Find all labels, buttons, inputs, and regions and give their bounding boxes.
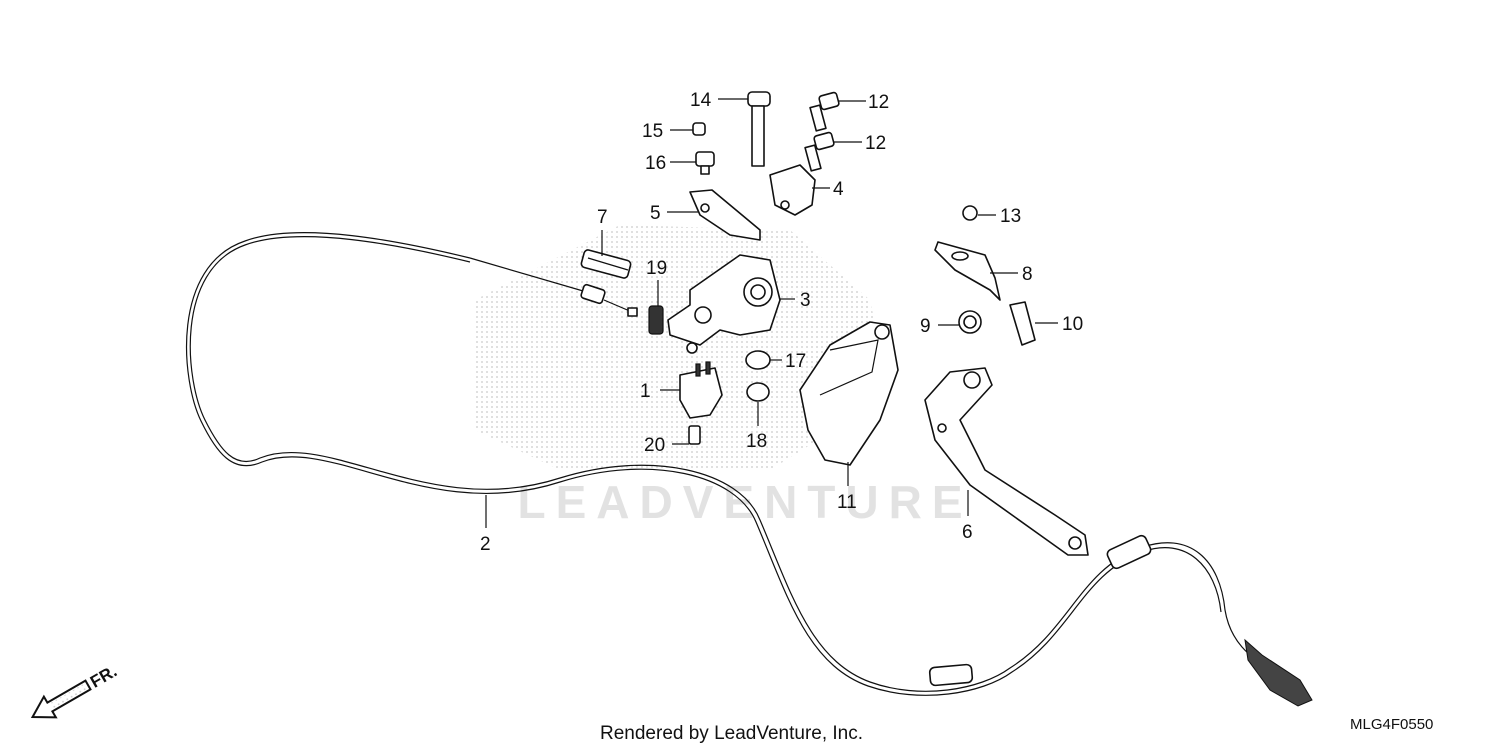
watermark: LEADVENTURE <box>475 225 972 528</box>
return-spring <box>958 310 982 334</box>
callout-4: 4 <box>833 179 844 200</box>
callout-10: 10 <box>1062 314 1083 335</box>
callout-19: 19 <box>646 258 667 279</box>
callout-9: 9 <box>920 316 931 337</box>
nut-16 <box>695 151 715 175</box>
locknut <box>648 305 664 335</box>
screw-small <box>692 122 706 136</box>
leader-lines <box>485 98 1058 528</box>
footer-credit: Rendered by LeadVenture, Inc. <box>600 723 863 744</box>
clutch-cable <box>186 232 1313 707</box>
callout-17: 17 <box>785 351 806 372</box>
callout-3: 3 <box>800 290 811 311</box>
lever-cover <box>799 321 899 466</box>
rubber-pad <box>1009 301 1036 346</box>
diagram-code: MLG4F0550 <box>1350 716 1433 733</box>
front-direction-label: FR. <box>87 662 120 692</box>
callout-13: 13 <box>1000 206 1021 227</box>
callout-11: 11 <box>837 492 857 513</box>
callout-15: 15 <box>642 121 663 142</box>
callout-5: 5 <box>650 203 661 224</box>
clutch-lever <box>924 367 1089 556</box>
cable-adjuster <box>580 249 632 279</box>
lever-bracket <box>667 254 781 354</box>
callout-6: 6 <box>962 522 973 543</box>
watermark-text: LEADVENTURE <box>517 476 972 528</box>
washer <box>746 382 770 402</box>
screw-13 <box>962 205 978 221</box>
bolt-upper <box>809 91 840 132</box>
callout-8: 8 <box>1022 264 1033 285</box>
pivot-bolt <box>747 91 771 167</box>
callout-12-upper: 12 <box>868 92 889 113</box>
callout-18: 18 <box>746 431 767 452</box>
holder <box>769 164 816 216</box>
callout-16: 16 <box>645 153 666 174</box>
bolt-lower <box>804 131 835 172</box>
screw-20 <box>688 425 701 445</box>
bracket-plate <box>689 189 761 241</box>
callout-1: 1 <box>640 381 651 402</box>
front-direction-arrow: FR. <box>30 662 120 719</box>
callout-2: 2 <box>480 534 491 555</box>
collar <box>745 350 771 370</box>
callout-7: 7 <box>597 207 608 228</box>
callout-20: 20 <box>644 435 665 456</box>
clutch-switch <box>679 361 723 419</box>
stopper-plate <box>934 241 1001 301</box>
callout-12-lower: 12 <box>865 133 886 154</box>
callouts: 14 12 12 15 16 4 5 7 19 3 1 20 17 18 11 … <box>480 90 1083 555</box>
callout-14: 14 <box>690 90 712 111</box>
